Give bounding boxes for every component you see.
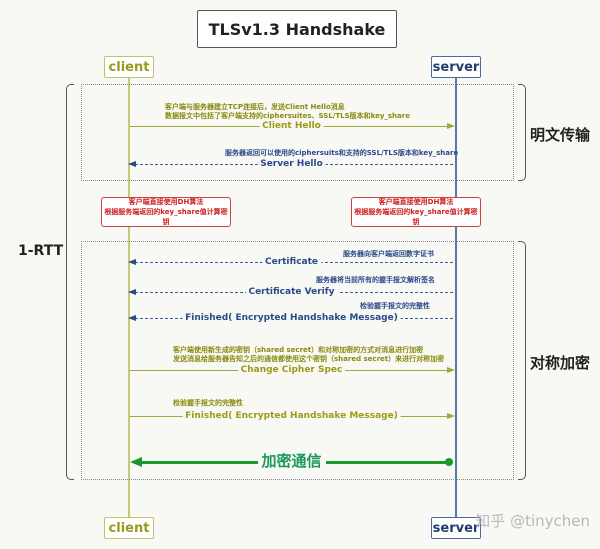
arrow-left-icon [128, 315, 136, 321]
change-cipher-arrow: Change Cipher Spec [130, 363, 455, 378]
client-actor-bottom: client [104, 517, 154, 539]
note-line: 服务器返回可以使用的ciphersuits和支持的SSL/TLS版本和key_s… [225, 149, 459, 157]
arrow-right-icon [447, 367, 455, 373]
arrow-left-icon [128, 259, 136, 265]
server-finished-arrow: Finished( Encrypted Handshake Message) [128, 311, 453, 326]
plaintext-label: 明文传输 [530, 126, 591, 144]
note-line: 检验握手报文的完整性 [360, 302, 430, 310]
arrow-right-icon [447, 123, 455, 129]
arrow-left-icon [128, 161, 136, 167]
server-hello-note: 服务器返回可以使用的ciphersuits和支持的SSL/TLS版本和key_s… [225, 149, 458, 158]
server-actor-top: server [431, 56, 481, 78]
plaintext-region [81, 84, 514, 181]
symmetric-brace [518, 241, 526, 480]
change-cipher-note: 客户端使用新生成的密钥（shared secret）和对称加密的方式对消息进行加… [173, 346, 444, 364]
server-dh-note: 客户端直接使用DH算法 根据服务端返回的key_share值计算密钥 [351, 197, 481, 227]
certificate-label: Certificate [261, 255, 322, 269]
note-line: 根据服务端返回的key_share值计算密钥 [354, 208, 478, 226]
certificate-verify-label: Certificate Verify [245, 285, 338, 299]
note-line: 发送消息给服务器告知之后的通信都使用这个密钥（shared secret）来进行… [173, 355, 445, 363]
note-line: 服务器向客户端返回数字证书 [343, 250, 434, 258]
server-actor-bottom: server [431, 517, 481, 539]
note-line: 根据服务端返回的key_share值计算密钥 [104, 208, 228, 226]
client-dh-note: 客户端直接使用DH算法 根据服务端返回的key_share值计算密钥 [101, 197, 231, 227]
note-line: 客户端直接使用DH算法 [378, 198, 454, 206]
client-hello-label: Client Hello [259, 119, 324, 133]
watermark: 知乎 @tinychen [475, 512, 590, 530]
note-line: 客户端直接使用DH算法 [128, 198, 204, 206]
note-line: 数据报文中包括了客户端支持的ciphersuites、SSL/TLS版本和key… [165, 112, 410, 120]
client-hello-arrow: Client Hello [130, 119, 455, 134]
change-cipher-label: Change Cipher Spec [237, 363, 346, 377]
arrow-right-dot-icon [445, 458, 453, 466]
note-line: 客户端使用新生成的密钥（shared secret）和对称加密的方式对消息进行加… [173, 346, 424, 354]
certificate-verify-note: 服务器将当前所有的握手报文解析签名 [316, 276, 435, 285]
rtt-label: 1-RTT [18, 243, 64, 259]
client-finished-note: 检验握手报文的完整性 [173, 399, 243, 408]
certificate-note: 服务器向客户端返回数字证书 [343, 250, 434, 259]
server-hello-label: Server Hello [257, 157, 326, 171]
note-line: 服务器将当前所有的握手报文解析签名 [316, 276, 435, 284]
client-lifeline [128, 78, 130, 518]
certificate-arrow: Certificate [128, 255, 453, 270]
server-lifeline [455, 78, 457, 518]
certificate-verify-arrow: Certificate Verify [128, 285, 453, 300]
server-finished-note: 检验握手报文的完整性 [360, 302, 430, 311]
server-finished-label: Finished( Encrypted Handshake Message) [182, 311, 401, 325]
arrow-left-icon [130, 457, 142, 467]
symmetric-label: 对称加密 [530, 354, 591, 372]
diagram-title: TLSv1.3 Handshake [197, 10, 397, 48]
encrypted-comm-label: 加密通信 [257, 450, 326, 472]
arrow-right-icon [447, 413, 455, 419]
note-line: 检验握手报文的完整性 [173, 399, 243, 407]
server-hello-arrow: Server Hello [128, 157, 453, 172]
symmetric-region [81, 241, 514, 480]
plaintext-brace [518, 84, 526, 181]
rtt-brace [66, 84, 74, 480]
encrypted-comm-arrow: 加密通信 [130, 450, 453, 472]
client-hello-note: 客户端与服务器建立TCP连接后，发送Client Hello消息 数据报文中包括… [165, 103, 410, 121]
client-finished-label: Finished( Encrypted Handshake Message) [182, 409, 401, 423]
client-finished-arrow: Finished( Encrypted Handshake Message) [130, 409, 455, 424]
note-line: 客户端与服务器建立TCP连接后，发送Client Hello消息 [165, 103, 345, 111]
client-actor-top: client [104, 56, 154, 78]
arrow-left-icon [128, 289, 136, 295]
